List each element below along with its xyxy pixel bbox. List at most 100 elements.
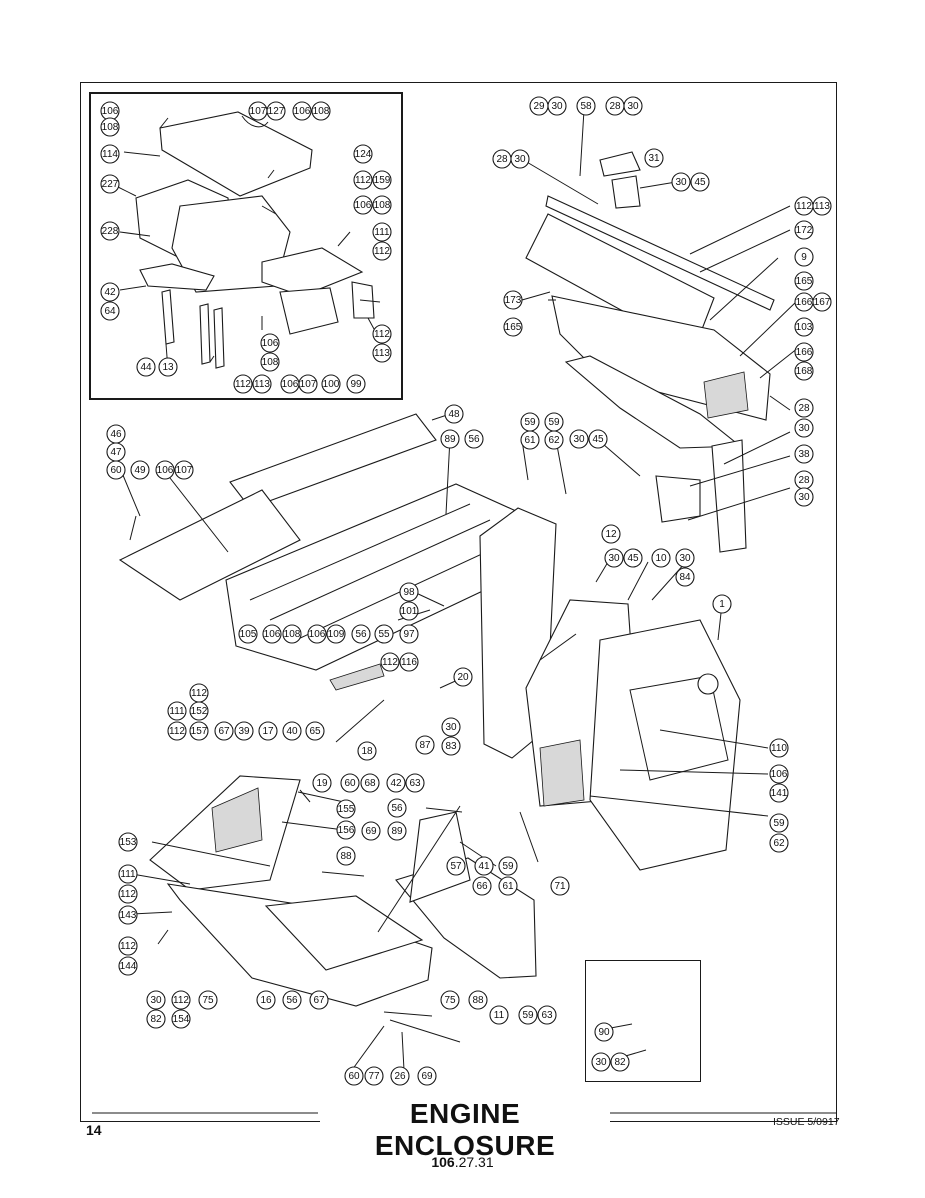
callout-105: 105	[238, 624, 258, 644]
callout-172: 172	[794, 220, 814, 240]
callout-168: 168	[794, 361, 814, 381]
callout-balloon	[106, 460, 126, 480]
callout-100: 100	[321, 374, 341, 394]
callout-41: 41	[474, 856, 494, 876]
callout-55: 55	[374, 624, 394, 644]
callout-label: 71	[554, 881, 566, 892]
callout-label: 69	[421, 1071, 433, 1082]
callout-label: 61	[524, 435, 536, 446]
callout-balloon	[644, 148, 664, 168]
callout-82: 82	[610, 1052, 630, 1072]
callout-balloon	[372, 343, 392, 363]
callout-167: 167	[812, 292, 832, 312]
callout-label: 108	[284, 629, 301, 640]
callout-label: 30	[679, 553, 691, 564]
document-number: 106.27.31	[0, 1154, 925, 1170]
callout-label: 109	[328, 629, 345, 640]
callout-label: 1	[719, 599, 725, 610]
callout-balloon	[214, 721, 234, 741]
callout-label: 110	[771, 743, 787, 754]
callout-30: 30	[146, 990, 166, 1010]
callout-157: 157	[189, 721, 209, 741]
callout-48: 48	[444, 404, 464, 424]
callout-balloon	[198, 990, 218, 1010]
callout-116: 116	[399, 652, 419, 672]
callout-97: 97	[399, 624, 419, 644]
callout-label: 75	[202, 995, 214, 1006]
callout-balloon	[312, 773, 332, 793]
callout-88: 88	[336, 846, 356, 866]
callout-112: 112	[167, 721, 187, 741]
callout-label: 28	[798, 475, 810, 486]
callout-30: 30	[794, 418, 814, 438]
callout-106: 106	[292, 101, 312, 121]
callout-label: 59	[522, 1010, 534, 1021]
callout-108: 108	[372, 195, 392, 215]
callout-label: 45	[627, 553, 639, 564]
callout-label: 112	[169, 726, 185, 737]
callout-balloon	[794, 220, 814, 240]
callout-label: 87	[419, 740, 431, 751]
callout-balloon	[675, 567, 695, 587]
callout-label: 101	[401, 606, 418, 617]
callout-balloon	[794, 398, 814, 418]
callout-165: 165	[794, 271, 814, 291]
callout-balloon	[372, 324, 392, 344]
callout-label: 112	[374, 329, 390, 340]
callout-label: 99	[350, 379, 362, 390]
callout-18: 18	[357, 741, 377, 761]
callout-label: 144	[120, 961, 137, 972]
callout-balloon	[298, 374, 318, 394]
callout-balloon	[544, 430, 564, 450]
callout-balloon	[353, 144, 373, 164]
callout-label: 44	[140, 362, 152, 373]
callout-label: 112	[191, 688, 207, 699]
callout-label: 62	[548, 435, 560, 446]
callout-balloon	[364, 1066, 384, 1086]
callout-balloon	[372, 222, 392, 242]
callout-balloon	[336, 799, 356, 819]
callout-label: 67	[313, 995, 325, 1006]
callout-balloon	[518, 1005, 538, 1025]
callout-balloon	[399, 652, 419, 672]
callout-label: 26	[394, 1071, 406, 1082]
callout-label: 141	[771, 788, 788, 799]
callout-label: 112	[355, 175, 371, 186]
callout-62: 62	[544, 430, 564, 450]
callout-label: 65	[309, 726, 321, 737]
callout-label: 154	[173, 1014, 190, 1025]
callout-107: 107	[248, 101, 268, 121]
callout-67: 67	[309, 990, 329, 1010]
callout-balloon	[238, 624, 258, 644]
callout-label: 84	[679, 572, 691, 583]
callout-20: 20	[453, 667, 473, 687]
callout-173: 173	[503, 290, 523, 310]
callout-label: 157	[191, 726, 208, 737]
callout-106: 106	[100, 101, 120, 121]
callout-label: 89	[444, 434, 456, 445]
callout-balloon	[146, 1009, 166, 1029]
callout-label: 18	[361, 746, 373, 757]
callout-label: 166	[796, 347, 813, 358]
callout-balloon	[309, 990, 329, 1010]
callout-label: 56	[468, 434, 480, 445]
callout-balloon	[472, 876, 492, 896]
callout-69: 69	[417, 1066, 437, 1086]
callout-label: 59	[524, 417, 536, 428]
callout-30: 30	[441, 717, 461, 737]
callout-56: 56	[464, 429, 484, 449]
callout-89: 89	[387, 821, 407, 841]
callout-label: 60	[348, 1071, 360, 1082]
callout-107: 107	[298, 374, 318, 394]
callout-17: 17	[258, 721, 278, 741]
callout-89: 89	[440, 429, 460, 449]
callout-balloon	[588, 429, 608, 449]
callout-balloon	[547, 96, 567, 116]
callout-112: 112	[171, 990, 191, 1010]
callout-label: 111	[120, 869, 136, 880]
callout-label: 61	[502, 881, 514, 892]
callout-balloon	[326, 624, 346, 644]
callout-label: 63	[541, 1010, 553, 1021]
callout-balloon	[794, 247, 814, 267]
callout-30: 30	[510, 149, 530, 169]
